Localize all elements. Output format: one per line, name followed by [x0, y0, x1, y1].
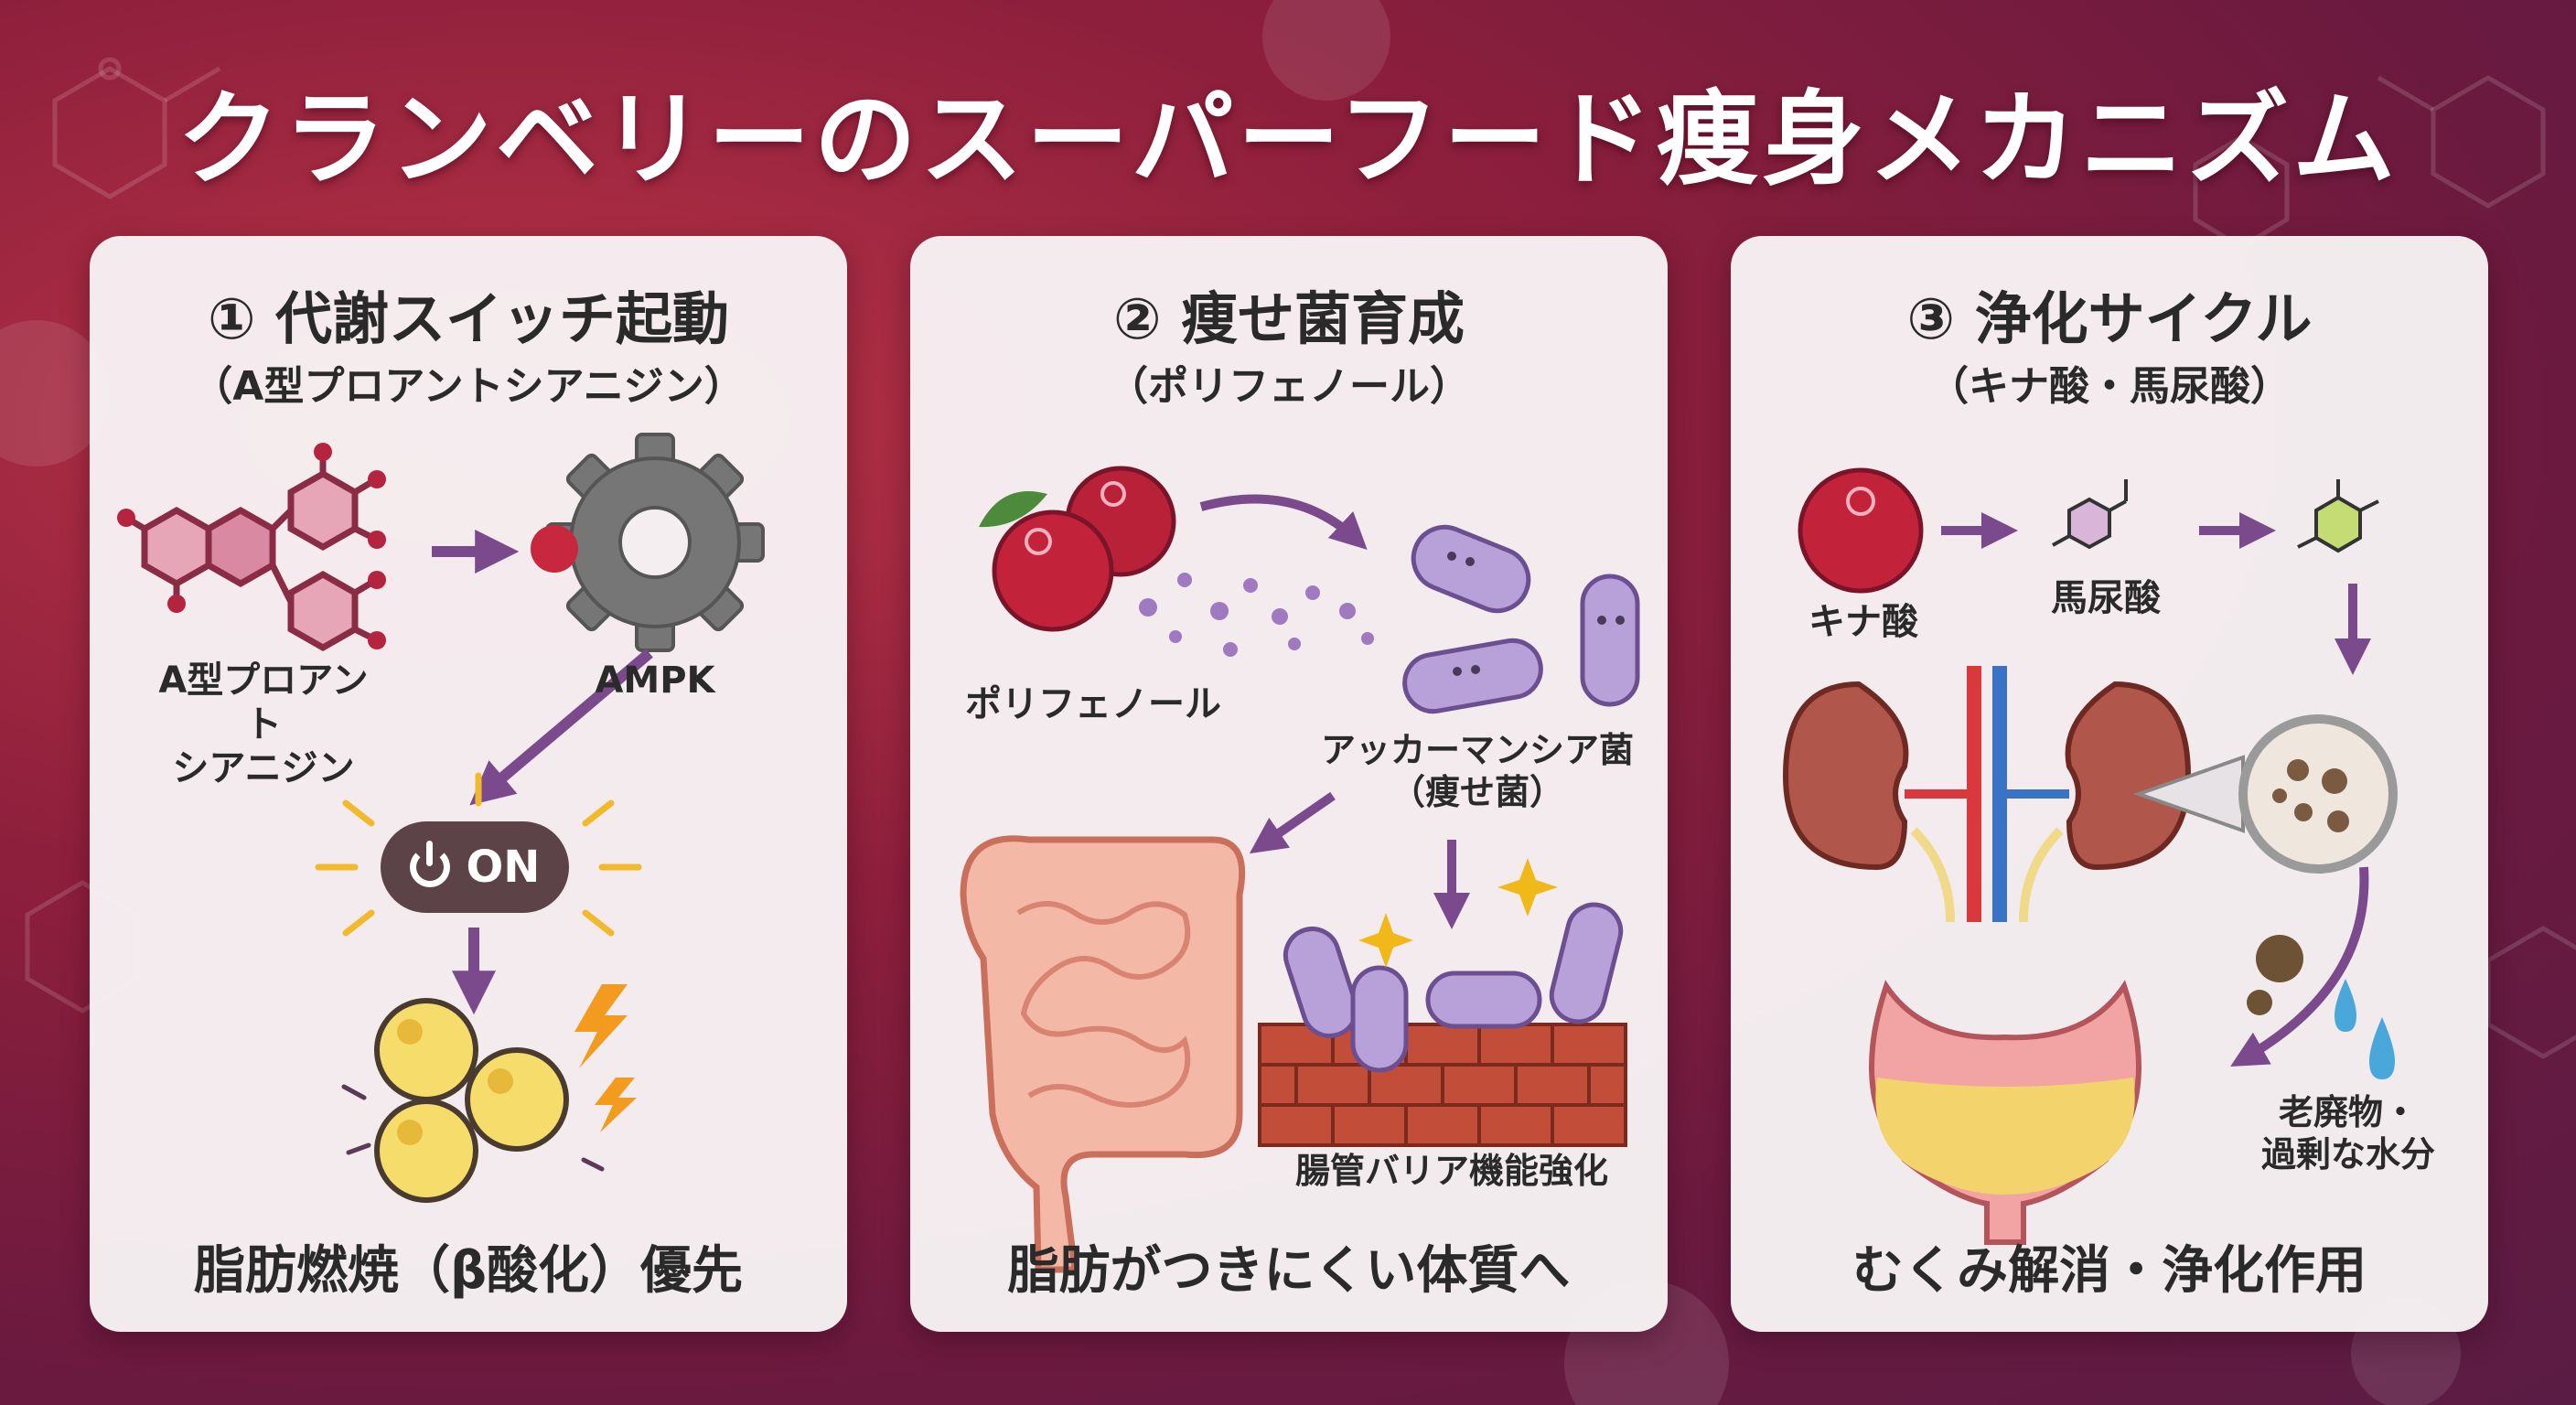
- polyphenol-particles-icon: [1139, 573, 1374, 657]
- hippuric-acid-molecule-icon: [2052, 479, 2128, 550]
- lightning-icon: [574, 984, 637, 1132]
- akkermansia-bacteria-icon: [1402, 524, 1640, 714]
- polyphenol-label: ポリフェノール: [965, 683, 1221, 725]
- cranberry-compound-icon: [531, 525, 578, 573]
- metabolic-switch-illustration: [117, 433, 765, 1203]
- water-drop-icon: [2334, 979, 2395, 1079]
- quinic-acid-label: キナ酸: [1809, 601, 1918, 643]
- bladder-icon: [1869, 980, 2141, 1245]
- panel-subheading: （キナ酸・馬尿酸）: [1928, 363, 2291, 410]
- panel-metabolic-switch: ① 代謝スイッチ起動 （A型プロアントシアニジン）: [90, 236, 847, 1332]
- page-title: クランベリーのスーパーフード痩身メカニズム: [177, 80, 2399, 199]
- arrow-icon: [1249, 791, 1336, 854]
- waste-particle-icon: [2247, 935, 2303, 1015]
- panel-heading: ③ 浄化サイクル: [1906, 285, 2313, 352]
- panel-footer: むくみ解消・浄化作用: [1852, 1241, 2367, 1301]
- on-switch: ON: [381, 821, 569, 913]
- molecule-atoms-icon: [117, 443, 386, 649]
- power-icon: [409, 841, 450, 887]
- panel-heading: ② 痩せ菌育成: [1112, 285, 1465, 352]
- intestine-icon: [960, 835, 1246, 1273]
- molecule-label: A型プロアント シアニジン: [158, 660, 369, 789]
- panel-subheading: （A型プロアントシアニジン）: [192, 363, 745, 410]
- panel-footer: 脂肪燃焼（β酸化）優先: [193, 1241, 744, 1301]
- on-switch-label: ON: [466, 842, 541, 893]
- waste-label: 老廃物・ 過剰な水分: [2260, 1092, 2435, 1174]
- slim-bacteria-illustration: [960, 466, 1640, 1273]
- glow-rays-icon: [315, 772, 642, 937]
- ampk-gear-icon: [545, 433, 765, 652]
- cranberry-icon: [979, 466, 1176, 632]
- sparkle-icon: [1358, 858, 1558, 968]
- arrow-icon: [1199, 494, 1368, 550]
- proanthocyanidin-molecule-icon: [124, 456, 375, 652]
- arrow-icon: [469, 649, 653, 806]
- hippuric-acid-label: 馬尿酸: [2051, 577, 2161, 619]
- bacteria-on-barrier-icon: [1283, 902, 1624, 1073]
- intestinal-barrier-wall-icon: [1258, 1023, 1627, 1147]
- panel-heading: ① 代謝スイッチ起動: [207, 285, 730, 352]
- barrier-label: 腸管バリア機能強化: [1294, 1151, 1608, 1191]
- arrow-icon: [2230, 866, 2369, 1067]
- filtration-magnifier-icon: [2132, 714, 2398, 874]
- detox-cycle-illustration: [1782, 467, 2398, 1245]
- panel-slim-bacteria: ② 痩せ菌育成 （ポリフェノール）: [910, 236, 1668, 1332]
- kidneys-icon: [1782, 666, 2192, 923]
- cranberry-icon: [1798, 467, 1924, 594]
- quinic-acid-molecule-icon: [2297, 479, 2379, 553]
- akkermansia-label: アッカーマンシア菌 （痩せ菌）: [1320, 730, 1634, 812]
- panel-footer: 脂肪がつきにくい体質へ: [1007, 1241, 1571, 1301]
- ampk-label: AMPK: [595, 660, 715, 702]
- panel-subheading: （ポリフェノール）: [1108, 363, 1470, 410]
- panel-detox-cycle: ③ 浄化サイクル （キナ酸・馬尿酸）: [1731, 236, 2488, 1332]
